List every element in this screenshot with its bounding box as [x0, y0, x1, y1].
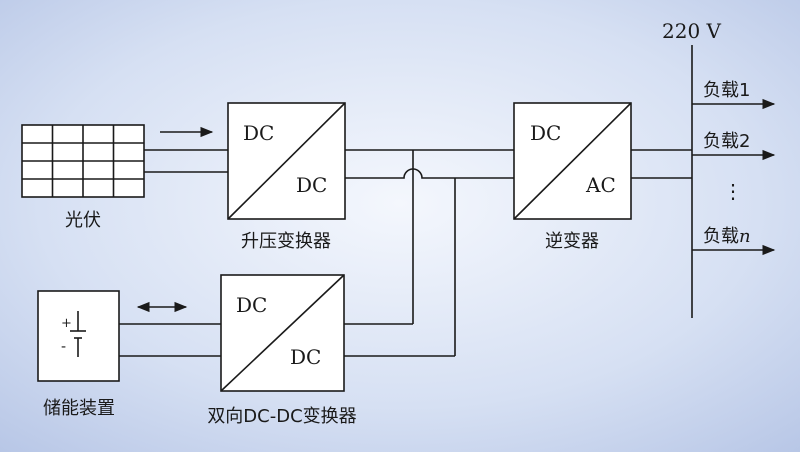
pv-label: 光伏 [65, 210, 101, 231]
pv-panel [21, 124, 145, 198]
load-2-label: 负载2 [703, 131, 750, 152]
inverter-label: 逆变器 [545, 231, 599, 252]
load-n-index: n [739, 226, 751, 247]
battery-icon [70, 311, 86, 357]
load-1-label: 负载1 [703, 80, 750, 101]
bus-voltage-label: 220 V [662, 19, 722, 43]
boost-converter-box [227, 102, 346, 220]
load-n-prefix: 负载 [703, 226, 739, 247]
inverter-in: DC [530, 121, 561, 145]
inverter-box [513, 102, 632, 220]
load-ellipsis: ⋮ [723, 179, 743, 203]
bidirectional-converter-box [220, 274, 345, 392]
bidirectional-converter-label: 双向DC-DC变换器 [207, 406, 356, 427]
inverter-out: AC [585, 173, 616, 197]
boost-converter-in: DC [243, 121, 274, 145]
bidirectional-converter-out: DC [290, 345, 321, 369]
load-n-label: 负载n [703, 226, 751, 247]
storage-box [37, 290, 120, 382]
battery-plus: + [61, 316, 72, 331]
bidirectional-converter-in: DC [236, 293, 267, 317]
boost-converter-out: DC [296, 173, 327, 197]
battery-minus: - [61, 337, 66, 355]
boost-converter-label: 升压变换器 [241, 231, 331, 252]
storage-label: 储能装置 [43, 398, 115, 419]
